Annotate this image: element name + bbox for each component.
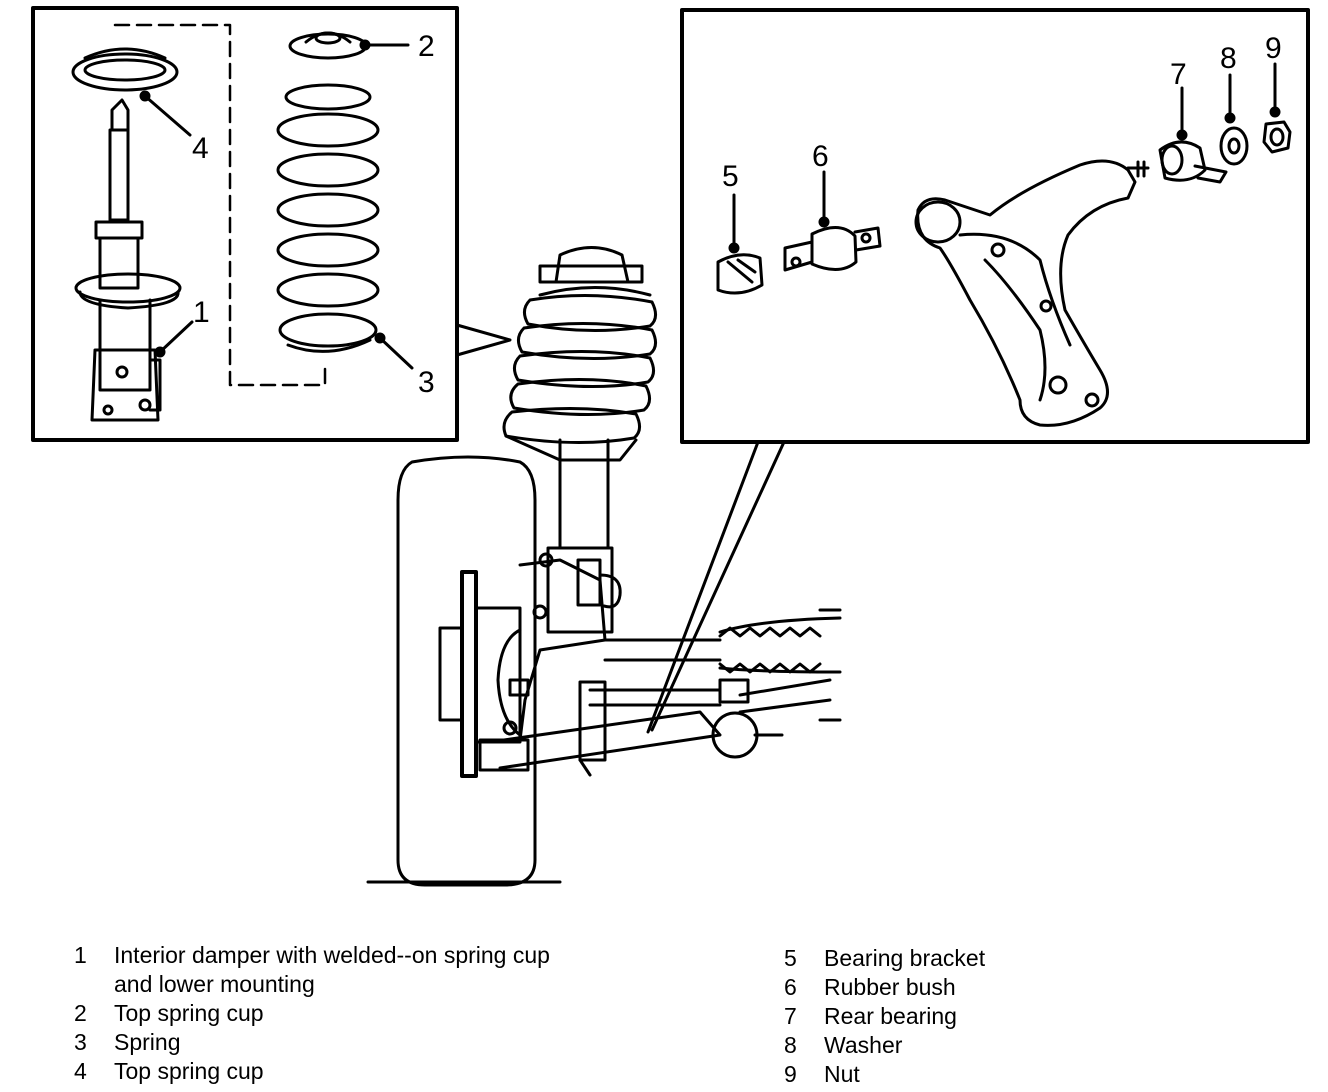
strut-body: [558, 438, 610, 550]
legend-number: 3: [74, 1029, 87, 1055]
legend-number: 5: [784, 945, 797, 971]
callout-3: 3: [418, 366, 435, 399]
callout-5: 5: [722, 160, 739, 193]
left-panel-pointer: [455, 323, 512, 357]
legend-item: 2 Top spring cup: [74, 999, 634, 1028]
rubber-bush: [783, 226, 882, 272]
legend-number: 8: [784, 1032, 797, 1058]
top-spring-cup-ring: [71, 47, 179, 92]
lower-arm: [488, 710, 722, 770]
detail-spring: [276, 83, 380, 353]
legend-label: Top spring cup: [114, 1058, 264, 1084]
main-assembly: [366, 246, 842, 887]
legend-item: 1 Interior damper with welded--on spring…: [74, 941, 634, 999]
control-arm: [914, 159, 1150, 427]
tie-rod: [588, 688, 722, 707]
legend-label: Top spring cup: [114, 1000, 264, 1026]
damper: [74, 98, 182, 422]
legend-label: Bearing bracket: [824, 945, 986, 971]
legend-number: 2: [74, 1000, 87, 1026]
wheel-tyre: [396, 455, 537, 887]
legend-number: 9: [784, 1061, 797, 1087]
callout-7: 7: [1170, 58, 1187, 91]
right-detail-panel: [680, 8, 1310, 444]
legend-label: Spring: [114, 1029, 181, 1055]
legend-label: Rear bearing: [824, 1003, 957, 1029]
right-panel-pointer: [646, 440, 786, 734]
drive-shaft: [603, 608, 842, 722]
legend-item: 9 Nut: [784, 1060, 1084, 1089]
steering-knuckle: [518, 558, 607, 742]
legend-number: 6: [784, 974, 797, 1000]
legend-item: 6 Rubber bush: [784, 973, 1084, 1002]
legend-number: 7: [784, 1003, 797, 1029]
bearing-bracket: [716, 253, 764, 295]
legend-item: 8 Washer: [784, 1031, 1084, 1060]
main-spring: [502, 293, 657, 462]
callout-1: 1: [193, 296, 210, 329]
callout-4: 4: [192, 132, 209, 165]
callout-2: 2: [418, 30, 435, 63]
callout-6: 6: [812, 140, 829, 173]
legend-item: 3 Spring: [74, 1028, 634, 1057]
rear-bearing: [1158, 140, 1228, 184]
legend-label-line-2: and lower mounting: [114, 971, 315, 997]
legend-label: Washer: [824, 1032, 903, 1058]
legend-left: 1 Interior damper with welded--on spring…: [74, 941, 634, 1086]
brake-disc: [460, 570, 478, 778]
legend-item: 5 Bearing bracket: [784, 944, 1084, 973]
legend-item: 7 Rear bearing: [784, 1002, 1084, 1031]
legend-label: Nut: [824, 1061, 860, 1087]
legend-label-line-1: Interior damper with welded--on spring c…: [114, 942, 550, 968]
washer: [1219, 126, 1249, 166]
legend-label: Interior damper with welded--on spring c…: [114, 941, 634, 999]
callout-9: 9: [1265, 32, 1282, 65]
main-top-mount: [554, 246, 630, 284]
top-spring-cup-small: [288, 31, 368, 60]
legend-number: 1: [74, 942, 87, 968]
legend-label: Rubber bush: [824, 974, 956, 1000]
legend-number: 4: [74, 1058, 87, 1084]
legend-right: 5 Bearing bracket 6 Rubber bush 7 Rear b…: [784, 944, 1084, 1089]
legend-item: 4 Top spring cup: [74, 1057, 634, 1086]
left-detail-panel: [31, 6, 459, 442]
nut: [1262, 120, 1292, 154]
callout-8: 8: [1220, 42, 1237, 75]
